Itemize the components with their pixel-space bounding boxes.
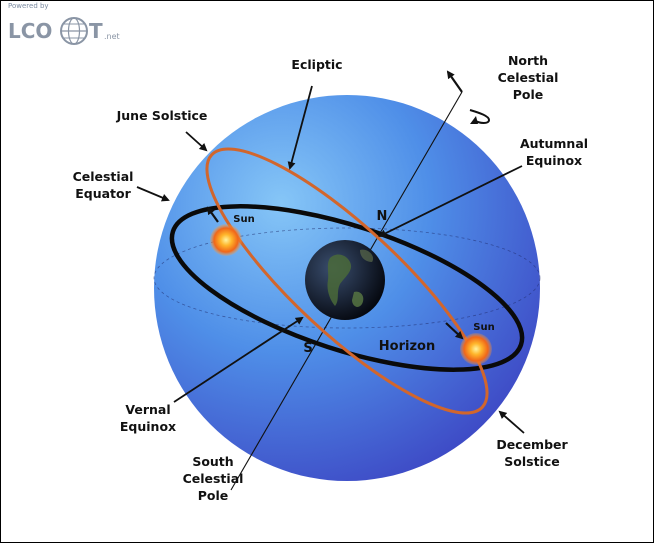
globe-icon bbox=[60, 17, 88, 45]
december-solstice-label: December Solstice bbox=[496, 437, 568, 469]
logo-suffix: .net bbox=[104, 32, 120, 41]
horizon-label: Horizon bbox=[379, 339, 435, 354]
celestial-equator-pointer-arrow bbox=[136, 186, 170, 202]
vernal-equinox-line-1: Vernal bbox=[125, 402, 170, 417]
vernal-equinox-pointer-arrow bbox=[173, 316, 304, 403]
south-point-label: S bbox=[303, 341, 312, 356]
autumnal-equinox-line-2: Equinox bbox=[526, 153, 582, 168]
december-solstice-line-1: December bbox=[496, 437, 568, 452]
sun-left-motion-arrow bbox=[206, 206, 219, 223]
ecliptic-pointer-arrow bbox=[287, 85, 313, 170]
june-solstice-pointer-arrow bbox=[185, 131, 208, 152]
sun-right-motion-arrow bbox=[445, 322, 464, 340]
south-celestial-pole-line-2: Celestial bbox=[183, 471, 244, 486]
sun-left-label: Sun bbox=[233, 214, 254, 225]
celestial-equator-line-2: Equator bbox=[75, 186, 131, 201]
june-solstice-label: June Solstice bbox=[116, 108, 208, 123]
sun-left-icon bbox=[210, 224, 242, 256]
december-solstice-pointer-arrow bbox=[498, 410, 525, 434]
north-celestial-pole-line-2: Celestial bbox=[498, 70, 559, 85]
celestial-equator-label: Celestial Equator bbox=[73, 169, 134, 201]
north-celestial-pole-line-1: North bbox=[508, 53, 548, 68]
celestial-equator-circle bbox=[169, 204, 525, 372]
sun-right-icon bbox=[460, 333, 492, 365]
autumnal-equinox-line-1: Autumnal bbox=[520, 136, 588, 151]
horizon-circle bbox=[153, 227, 541, 329]
december-solstice-line-2: Solstice bbox=[504, 454, 559, 469]
vernal-equinox-label: Vernal Equinox bbox=[120, 402, 176, 434]
south-celestial-pole-line-1: South bbox=[192, 454, 233, 469]
logo-powered-by: Powered by bbox=[8, 2, 49, 10]
sun-right-label: Sun bbox=[473, 322, 494, 333]
autumnal-equinox-pointer-arrow bbox=[378, 165, 523, 237]
logo-name-right: T bbox=[89, 19, 103, 43]
vernal-equinox-line-2: Equinox bbox=[120, 419, 176, 434]
logo-name-left: LCO bbox=[8, 19, 52, 43]
earth-icon bbox=[305, 240, 385, 320]
south-celestial-pole-label: South Celestial Pole bbox=[183, 454, 244, 503]
lcogt-logo: Powered by LCO T .net bbox=[8, 2, 120, 45]
celestial-equator-line-1: Celestial bbox=[73, 169, 134, 184]
north-point-label: N bbox=[377, 209, 388, 224]
rotation-arrow-icon bbox=[446, 70, 491, 124]
north-celestial-pole-line-3: Pole bbox=[513, 87, 544, 102]
south-celestial-pole-line-3: Pole bbox=[198, 488, 229, 503]
ecliptic-label: Ecliptic bbox=[291, 57, 342, 72]
autumnal-equinox-label: Autumnal Equinox bbox=[520, 136, 588, 168]
north-celestial-pole-label: North Celestial Pole bbox=[498, 53, 559, 102]
ecliptic-circle bbox=[205, 147, 489, 415]
